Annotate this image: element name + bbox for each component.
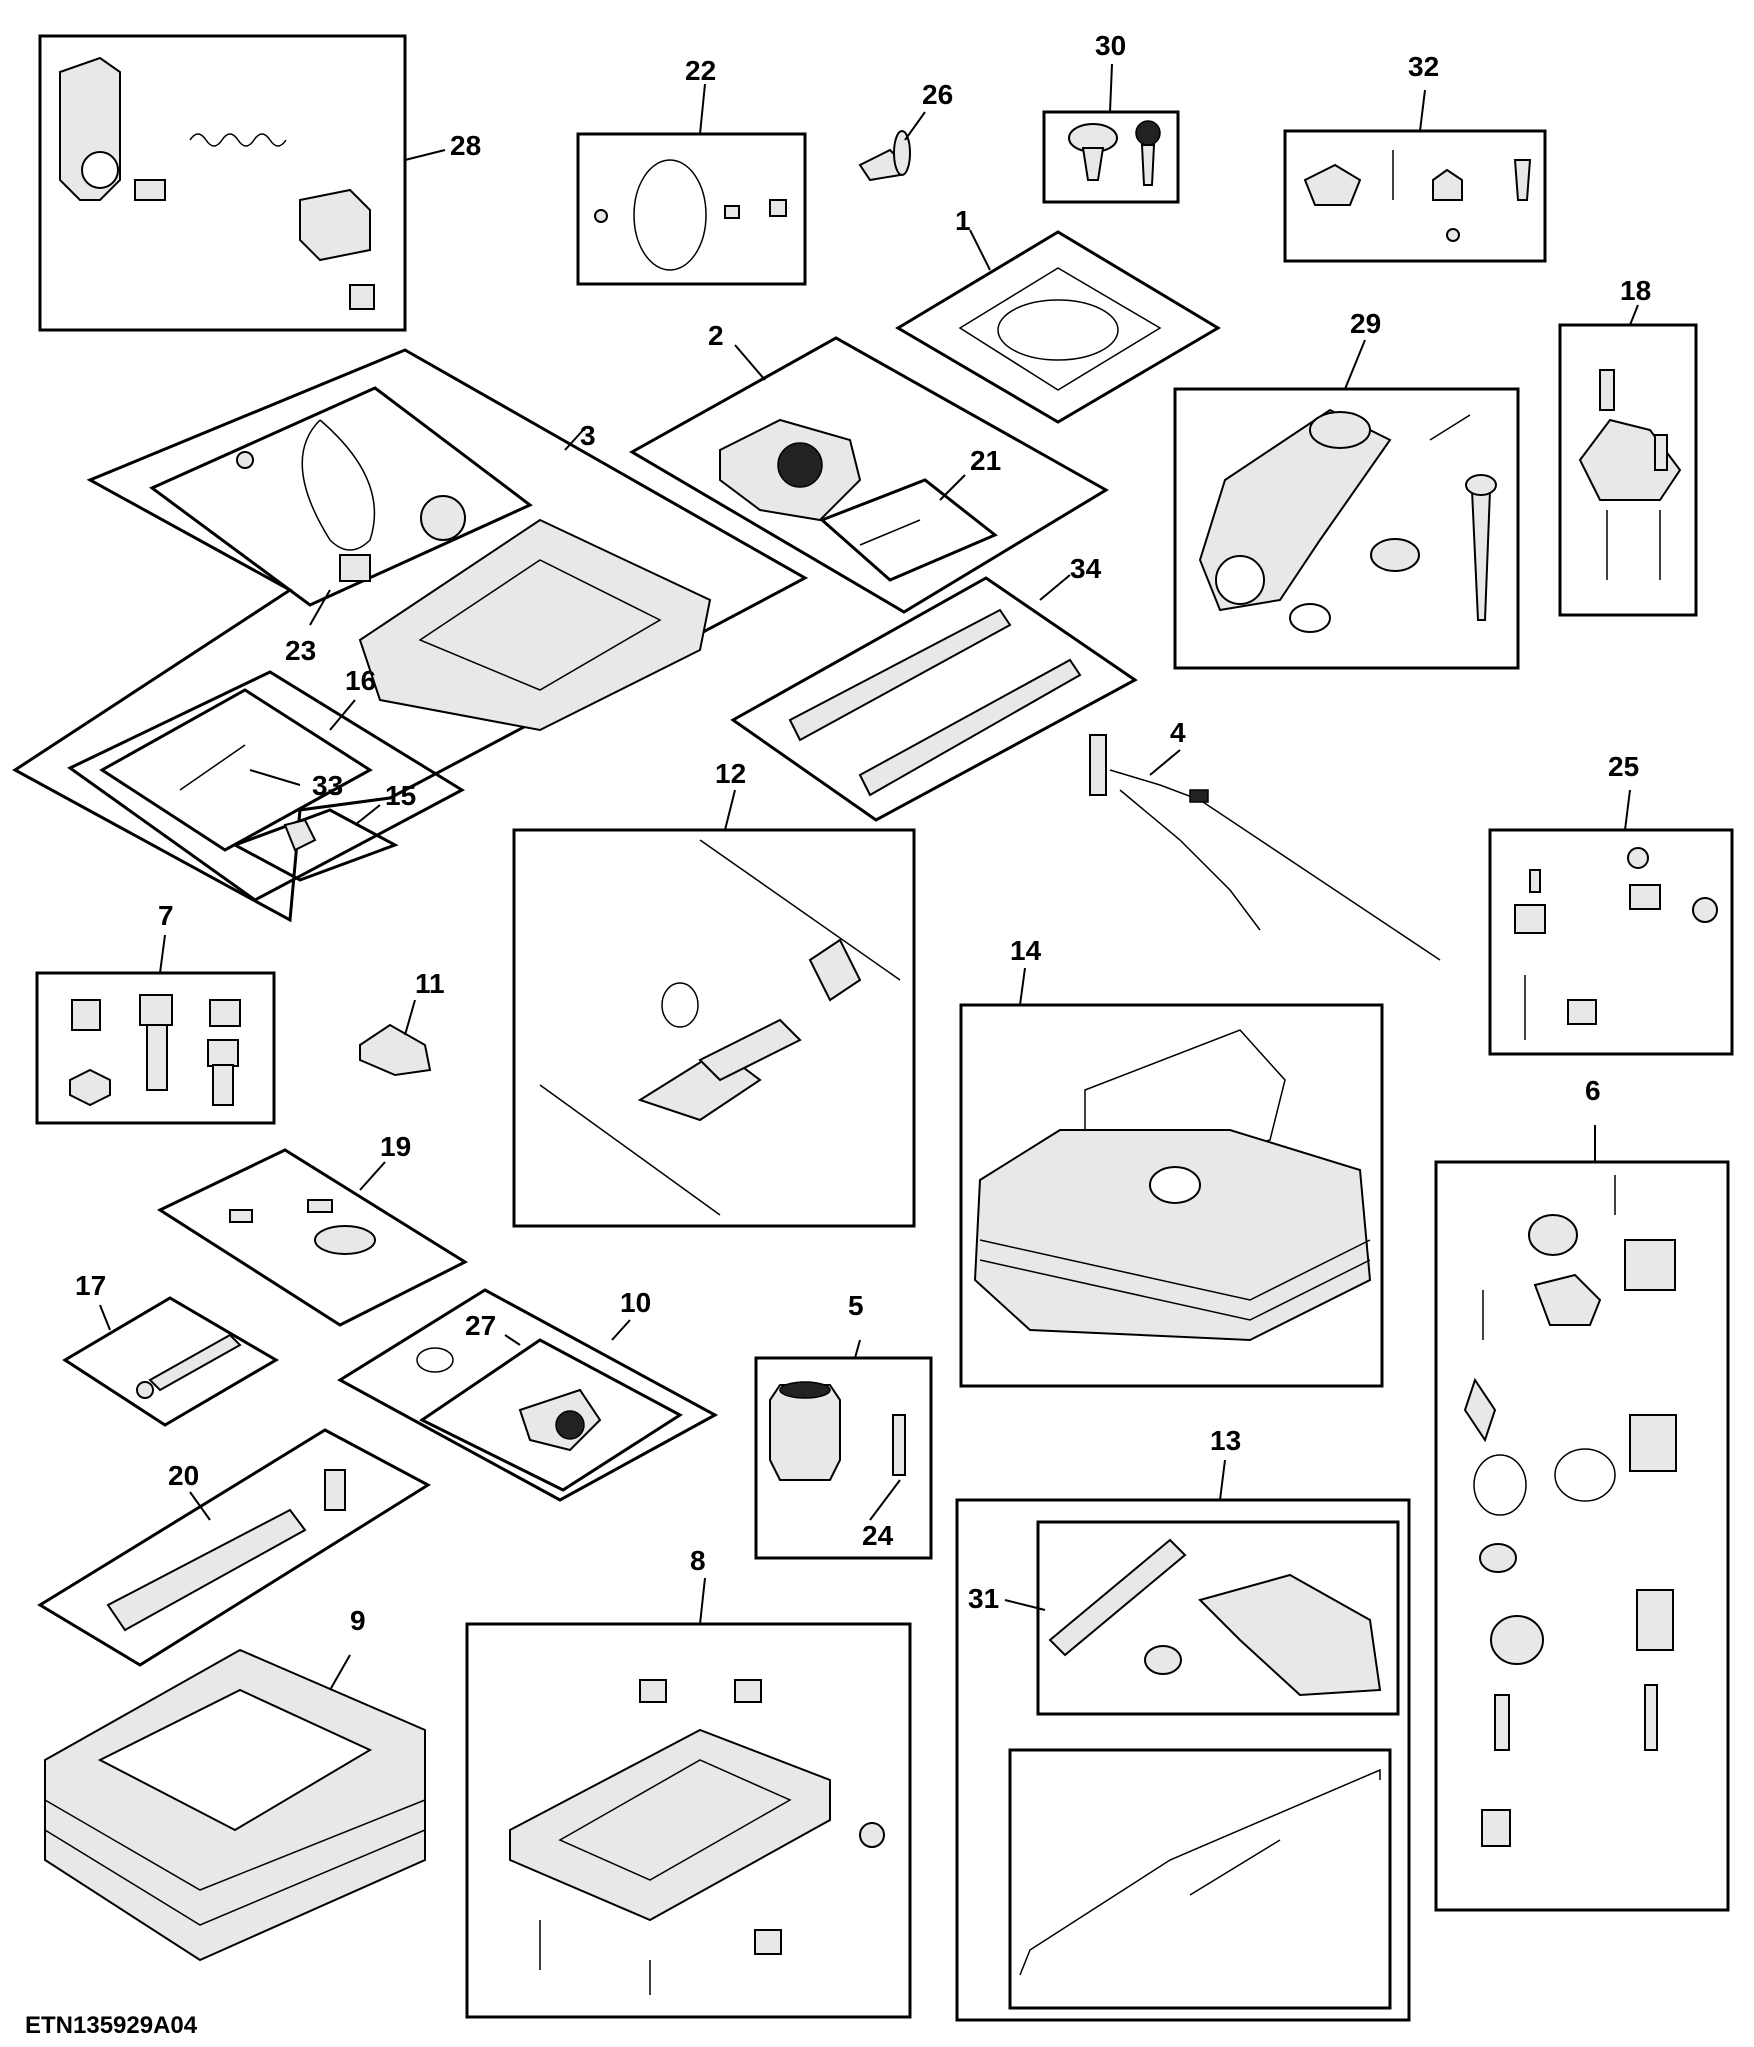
group-32: 32 bbox=[1283, 51, 1547, 263]
callout-21: 21 bbox=[970, 445, 1001, 476]
group-13: 31 13 bbox=[955, 1425, 1411, 2022]
group-4: 4 bbox=[1089, 717, 1441, 961]
callout-8: 8 bbox=[690, 1545, 706, 1576]
callout-6: 6 bbox=[1585, 1075, 1601, 1106]
group-3: 3 23 16 33 15 bbox=[12, 348, 809, 923]
group-8: 8 bbox=[465, 1545, 912, 2019]
callout-26: 26 bbox=[922, 79, 953, 110]
group-30: 30 bbox=[1042, 30, 1180, 204]
callout-5: 5 bbox=[848, 1290, 864, 1321]
callout-18: 18 bbox=[1620, 275, 1651, 306]
group-7: 7 bbox=[35, 900, 276, 1125]
group-10: 10 27 bbox=[337, 1287, 719, 1502]
callout-4: 4 bbox=[1170, 717, 1186, 748]
callout-30: 30 bbox=[1095, 30, 1126, 61]
callout-11: 11 bbox=[415, 968, 445, 999]
callout-1: 1 bbox=[955, 205, 971, 236]
group-1: 1 bbox=[895, 205, 1221, 424]
callout-10: 10 bbox=[620, 1287, 651, 1318]
group-20: 20 bbox=[37, 1428, 431, 1667]
callout-34: 34 bbox=[1070, 553, 1102, 584]
group-6: 6 bbox=[1434, 1075, 1730, 1912]
group-22: 22 bbox=[576, 55, 807, 286]
group-28: 28 bbox=[38, 34, 481, 332]
callout-29: 29 bbox=[1350, 308, 1381, 339]
callout-24: 24 bbox=[862, 1520, 894, 1551]
group-5: 24 5 bbox=[754, 1290, 933, 1560]
callout-20: 20 bbox=[168, 1460, 199, 1491]
callout-12: 12 bbox=[715, 758, 746, 789]
callout-7: 7 bbox=[158, 900, 174, 931]
callout-9: 9 bbox=[350, 1605, 366, 1636]
callout-19: 19 bbox=[380, 1131, 411, 1162]
group-9: 9 bbox=[44, 1605, 426, 1962]
callout-22: 22 bbox=[685, 55, 716, 86]
group-29: 29 bbox=[1173, 308, 1520, 670]
group-12: 12 bbox=[512, 758, 916, 1228]
group-2: 2 21 bbox=[628, 320, 1109, 614]
callout-3: 3 bbox=[580, 420, 596, 451]
callout-13: 13 bbox=[1210, 1425, 1241, 1456]
callout-31: 31 bbox=[968, 1583, 999, 1614]
group-26: 26 bbox=[858, 79, 953, 182]
callout-23: 23 bbox=[285, 635, 316, 666]
group-11: 11 bbox=[359, 968, 445, 1077]
group-34: 34 bbox=[730, 553, 1138, 822]
callout-33: 33 bbox=[312, 770, 343, 801]
callout-17: 17 bbox=[75, 1270, 106, 1301]
group-25: 25 bbox=[1488, 751, 1734, 1056]
group-14: 14 bbox=[959, 935, 1384, 1388]
callout-2: 2 bbox=[708, 320, 724, 351]
group-17: 17 bbox=[62, 1270, 279, 1427]
callout-14: 14 bbox=[1010, 935, 1042, 966]
callout-25: 25 bbox=[1608, 751, 1639, 782]
group-19: 19 bbox=[156, 1131, 469, 1327]
callout-15: 15 bbox=[385, 780, 416, 811]
callout-32: 32 bbox=[1408, 51, 1439, 82]
callout-16: 16 bbox=[345, 665, 376, 696]
figure-id: ETN135929A04 bbox=[25, 2012, 198, 2039]
callout-28: 28 bbox=[450, 130, 481, 161]
group-18: 18 bbox=[1558, 275, 1698, 617]
callout-27: 27 bbox=[465, 1310, 496, 1341]
